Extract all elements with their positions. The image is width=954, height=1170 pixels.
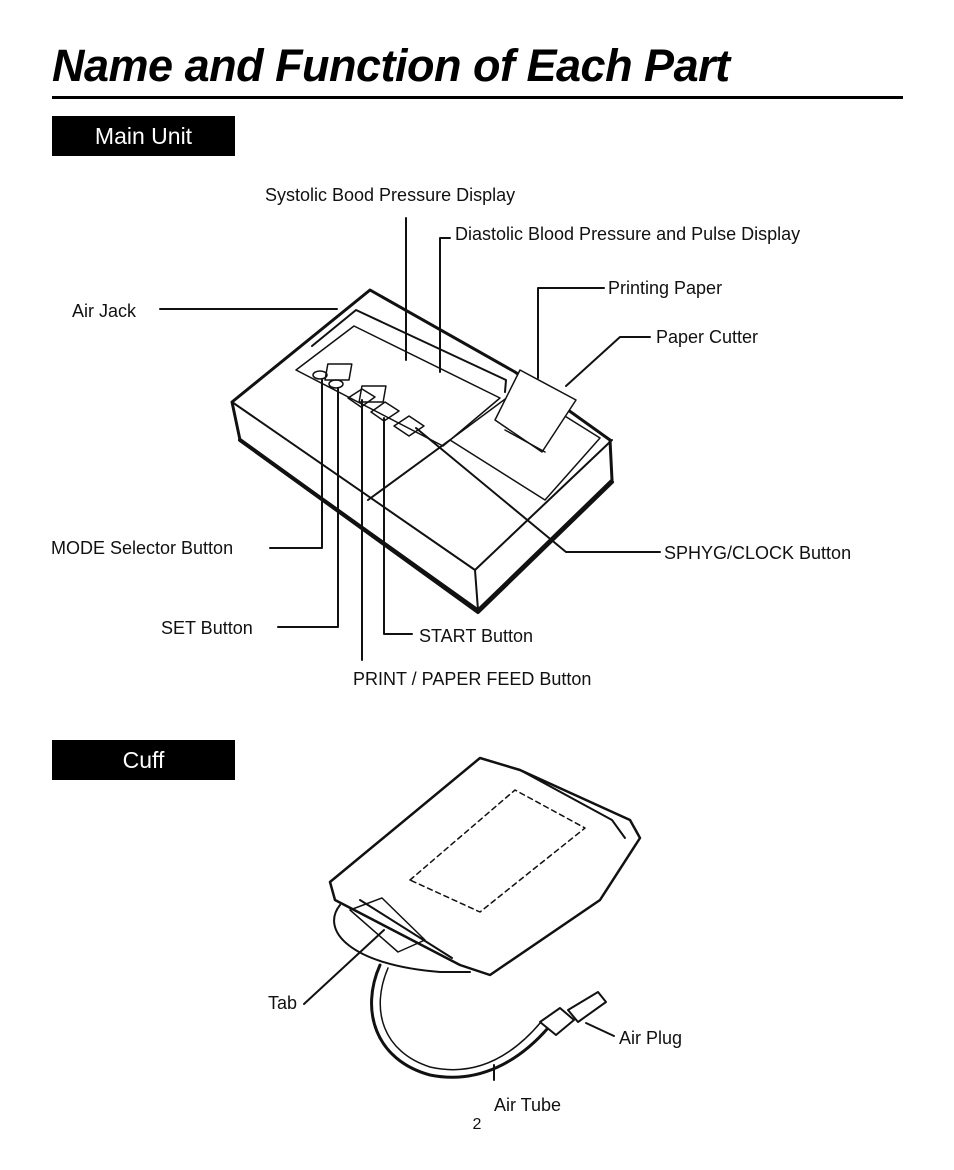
label-air-plug: Air Plug [619, 1028, 683, 1048]
label-print-paper-feed-button: PRINT / PAPER FEED Button [353, 669, 592, 689]
section-heading-cuff: Cuff [52, 740, 235, 780]
label-printing-paper: Printing Paper [608, 278, 723, 298]
page-title: Name and Function of Each Part [52, 40, 730, 91]
main-unit-drawing [160, 218, 660, 660]
label-start-button: START Button [419, 626, 534, 646]
label-paper-cutter: Paper Cutter [656, 327, 759, 347]
label-mode-selector-button: MODE Selector Button [51, 538, 234, 558]
label-air-jack: Air Jack [72, 301, 137, 321]
cuff-drawing [304, 758, 640, 1080]
title-rule [52, 96, 903, 99]
label-set-button: SET Button [161, 618, 253, 638]
label-systolic-display: Systolic Bood Pressure Display [265, 185, 516, 205]
label-sphyg-clock-button: SPHYG/CLOCK Button [664, 543, 852, 563]
label-diastolic-display: Diastolic Blood Pressure and Pulse Displ… [455, 224, 801, 244]
page-number: 2 [472, 1116, 482, 1133]
section-heading-main-unit: Main Unit [52, 116, 235, 156]
label-air-tube: Air Tube [494, 1095, 562, 1115]
label-tab: Tab [268, 993, 298, 1013]
